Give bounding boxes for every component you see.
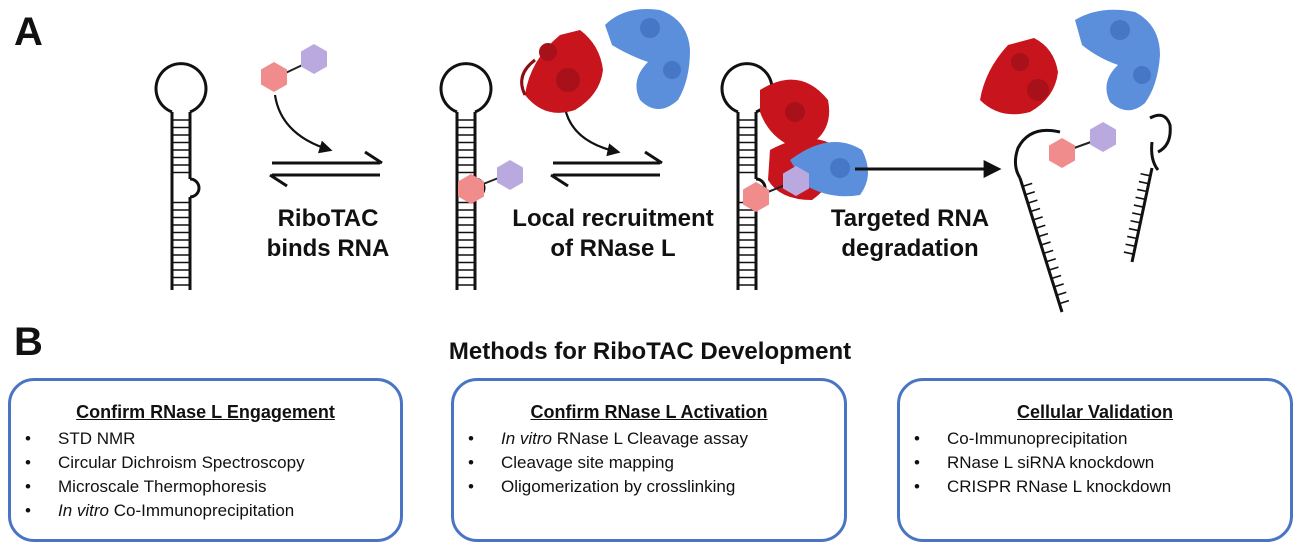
method-item: RNase L siRNA knockdown [900,451,1290,475]
method-item: Co-Immunoprecipitation [900,427,1290,451]
methods-title: Methods for RiboTAC Development [448,338,852,365]
equilibrium-arrow-icon [269,150,383,188]
rnase-l-protein-icon [520,9,690,113]
rnase-l-complex-icon [760,79,869,200]
ribotac-rnase-recruiter-icon [301,44,327,74]
rna-hairpin-icon [154,62,208,290]
rnase-l-protein-icon [980,9,1160,115]
ribotac-rnase-recruiter-icon [497,160,523,190]
ribotac-rnase-recruiter-icon [783,166,809,196]
method-box-cellular: Cellular Validation Co-Immunoprecipitati… [897,378,1293,542]
method-item: Cleavage site mapping [454,451,844,475]
method-box-heading: Cellular Validation [1016,402,1174,422]
rna-hairpin-icon [439,62,493,290]
method-item: Microscale Thermophoresis [11,475,400,499]
method-box-heading: Confirm RNase L Engagement [76,402,335,422]
ribotac-rna-binder-icon [1049,138,1075,168]
step-label-binding: RiboTAC binds RNA [266,205,390,262]
step-label-recruitment: Local recruitment of RNase L [512,205,714,262]
method-list: STD NMR Circular Dichroism Spectroscopy … [11,427,400,523]
method-item: Circular Dichroism Spectroscopy [11,451,400,475]
curved-arrow-icon [273,94,333,154]
bound-ribotac-icon [743,166,809,212]
curved-arrow-icon [563,107,621,157]
panel-letter-b: B [14,320,43,364]
method-item: STD NMR [11,427,400,451]
method-list: In vitro RNase L Cleavage assay Cleavage… [454,427,844,499]
ribotac-molecule-icon [1049,122,1116,168]
ribotac-rna-binder-icon [743,182,769,212]
panel-letter-a: A [14,10,43,54]
method-item: CRISPR RNase L knockdown [900,475,1290,499]
equilibrium-arrow-icon [550,150,663,188]
ribotac-rna-binder-icon [261,62,287,92]
ribotac-molecule-icon [261,44,327,92]
rna-base-ticks-icon [1123,172,1151,255]
method-list: Co-Immunoprecipitation RNase L siRNA kno… [900,427,1290,499]
method-box-heading: Confirm RNase L Activation [530,402,768,422]
method-box-activation: Confirm RNase L Activation In vitro RNas… [451,378,847,542]
pathway-diagram [154,9,1172,313]
method-item: In vitro RNase L Cleavage assay [454,427,844,451]
rna-base-ticks-icon [1022,182,1070,305]
method-item: Oligomerization by crosslinking [454,475,844,499]
step-label-degradation: Targeted RNA degradation [830,205,990,262]
method-box-engagement: Confirm RNase L Engagement STD NMR Circu… [8,378,403,542]
method-item: In vitro Co-Immunoprecipitation [11,499,400,523]
ribotac-rnase-recruiter-icon [1090,122,1116,152]
bound-ribotac-icon [458,160,523,204]
ribotac-rna-binder-icon [458,174,484,204]
cleaved-rna-fragment-icon [1130,113,1172,263]
